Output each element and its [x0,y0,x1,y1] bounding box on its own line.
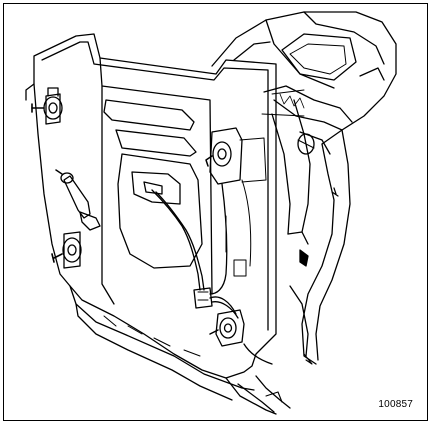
frame-openings [103,99,247,277]
figure-frame: 100857 [3,3,428,421]
seat-cushion-assembly [211,11,397,365]
bottom-rail [103,315,291,413]
lower-left-hinge-bracket [51,231,82,269]
upper-right-latch [205,127,267,185]
seat-back-frame [25,33,277,415]
upper-left-hinge-bracket [31,87,63,125]
wiring-harness [151,179,273,365]
lower-right-latch [209,309,245,347]
connector-block [193,287,213,309]
figure-reference-number: 100857 [378,399,413,410]
seat-back-technical-drawing [25,11,397,415]
release-handle [55,169,101,231]
